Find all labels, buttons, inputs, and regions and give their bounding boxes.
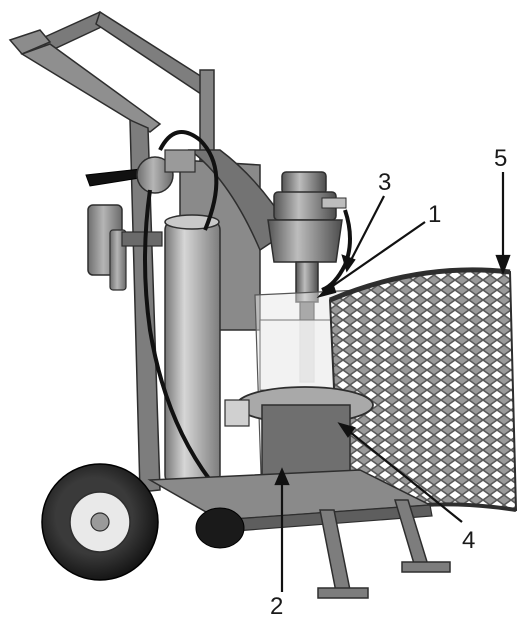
air-filter-regulator (87, 204, 163, 291)
wheel-front (41, 463, 159, 581)
pump-motor (267, 171, 347, 383)
callout-2: 2 (270, 593, 283, 620)
legs (317, 499, 451, 599)
callout-4: 4 (462, 527, 475, 554)
wheel-rear (195, 507, 245, 549)
air-tank (164, 214, 221, 486)
callout-5: 5 (494, 145, 507, 172)
leader-lines (274, 172, 511, 592)
callout-1: 1 (428, 201, 441, 228)
air-valve (85, 149, 196, 194)
handle (8, 10, 215, 211)
callout-3: 3 (378, 169, 391, 196)
